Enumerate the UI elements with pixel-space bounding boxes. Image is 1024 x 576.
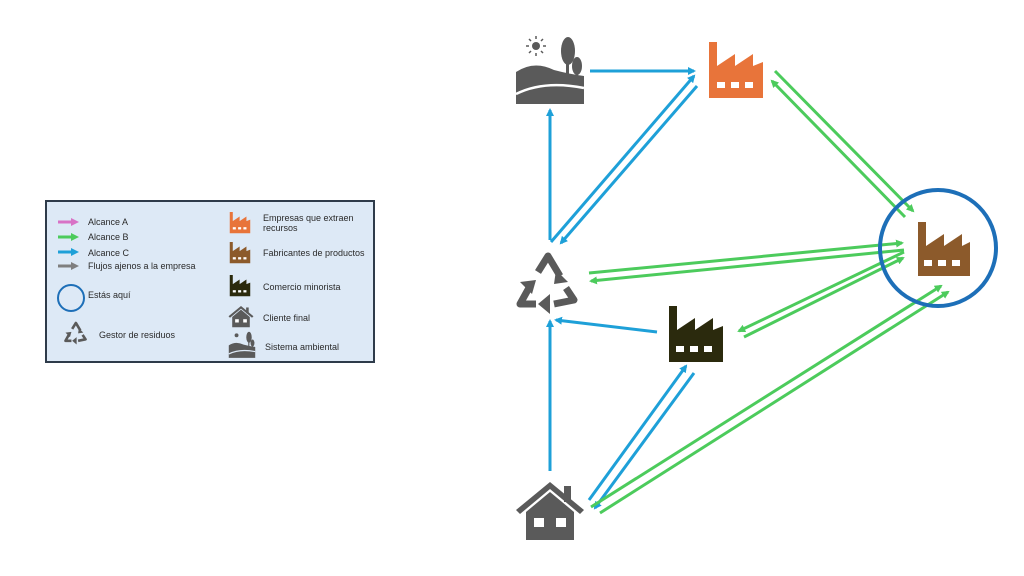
edge-waste-to-extractor xyxy=(549,74,696,243)
you-are-here-circle xyxy=(878,188,998,308)
edge-retailer-to-manufacturer xyxy=(743,256,905,339)
factory-icon xyxy=(918,222,970,276)
legend: Alcance A Alcance B Alcance C Flujos aje… xyxy=(45,200,375,363)
arrow-pink-icon xyxy=(58,218,79,226)
legend-extractors: Empresas que extraen recursos xyxy=(263,213,354,233)
recycle-icon xyxy=(64,321,87,345)
edge-customer-to-retailer xyxy=(587,364,688,501)
node-manufacturer[interactable] xyxy=(878,188,998,308)
edge-retailer-to-waste xyxy=(554,316,658,334)
edge-customer-to-manufacturer-2 xyxy=(599,290,950,515)
edge-extractor-to-manufacturer xyxy=(773,69,915,213)
landscape-icon xyxy=(228,331,256,358)
legend-waste-manager: Gestor de residuos xyxy=(99,330,176,340)
legend-retail: Comercio minorista xyxy=(263,282,341,292)
arrow-gray-icon xyxy=(58,262,79,270)
edge-manufacturer-to-retailer xyxy=(737,250,905,333)
arrow-blue-icon xyxy=(58,248,79,256)
edge-extractor-to-waste xyxy=(559,85,699,245)
edge-customer-to-manufacturer-1 xyxy=(590,284,943,509)
factory-orange-icon xyxy=(229,212,251,234)
circle-outline-icon xyxy=(57,284,85,312)
node-extractor[interactable] xyxy=(709,42,763,98)
edges-scope-b xyxy=(588,69,950,515)
house-icon xyxy=(228,306,254,328)
edges-scope-c xyxy=(546,67,699,510)
edge-waste-to-manufacturer xyxy=(588,239,904,275)
legend-scope-b: Alcance B xyxy=(88,232,129,242)
node-customer[interactable] xyxy=(516,482,584,540)
edge-manufacturer-to-waste xyxy=(589,248,905,285)
house-icon xyxy=(516,482,584,540)
node-environment[interactable] xyxy=(515,36,585,104)
factory-icon xyxy=(709,42,763,98)
legend-external-flows: Flujos ajenos a la empresa xyxy=(88,261,196,271)
factory-dark-icon xyxy=(229,275,251,297)
legend-end-customer: Cliente final xyxy=(263,313,311,323)
recycle-icon xyxy=(516,252,578,308)
factory-icon xyxy=(669,306,723,362)
legend-environment: Sistema ambiental xyxy=(265,342,340,352)
node-retailer[interactable] xyxy=(669,306,723,362)
legend-scope-a: Alcance A xyxy=(88,217,129,227)
landscape-icon xyxy=(515,36,585,104)
legend-manufacturers: Fabricantes de productos xyxy=(263,248,365,258)
legend-you-are-here: Estás aquí xyxy=(88,290,131,300)
legend-scope-c: Alcance C xyxy=(88,248,130,258)
node-waste[interactable] xyxy=(516,252,578,314)
factory-brown-icon xyxy=(229,242,251,264)
edge-retailer-to-customer xyxy=(593,372,696,510)
arrow-green-icon xyxy=(58,233,79,241)
edge-manufacturer-to-extractor xyxy=(770,79,907,219)
